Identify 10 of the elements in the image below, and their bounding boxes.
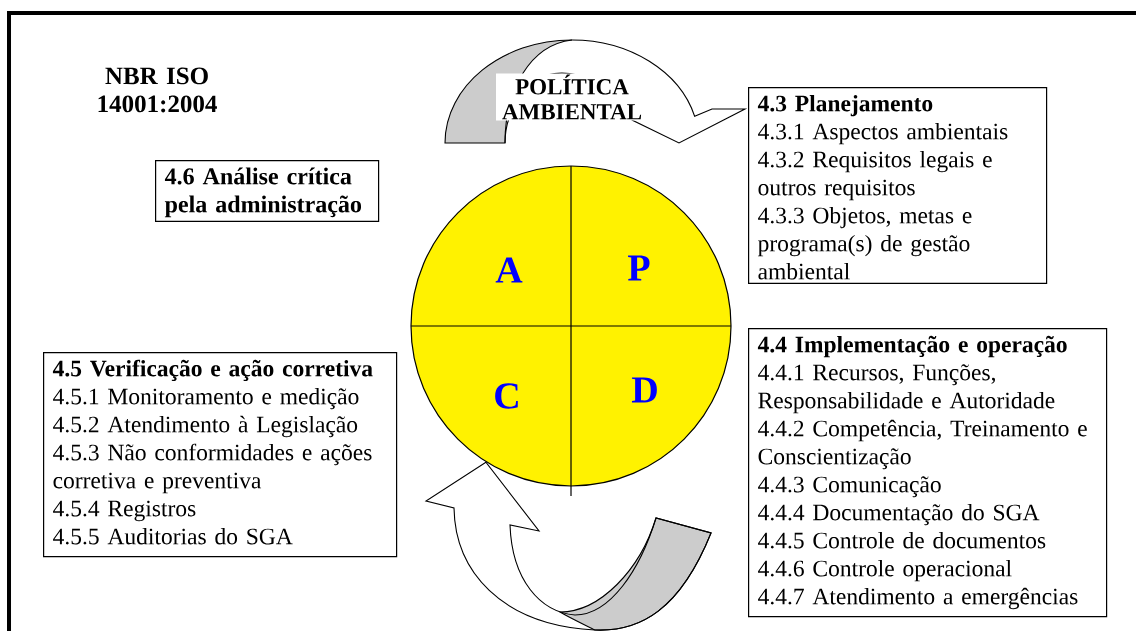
quadrant-letter: D: [631, 377, 657, 403]
quadrant-letter: C: [495, 383, 518, 409]
section-box: 4.6 Análise crítica pela administração: [155, 160, 380, 222]
section-box: 4.3 Planejamento 4.3.1 Aspectos ambientais 4.3.2 Requisitos legais e outros requisitos 4.3.3 Objetos, metas e programa(s) de gestão ambiental: [748, 87, 1048, 285]
section-box: 4.4 Implementação e operação 4.4.1 Recursos, Funções, Responsabilidade e Autoridade 4.4.2 Competência, Treinamento e Conscientização 4.4.3 Comunicação 4.4.4 Documentação do SGA 4.4.5 Controle de documentos 4.4.6 Controle operacional 4.4.7 Atendimento a emergências: [748, 328, 1108, 618]
quadrant-letter: A: [495, 257, 523, 283]
standard-title: NBR ISO 14001:2004: [98, 67, 217, 113]
quadrant-letter: P: [628, 255, 650, 281]
edge-label: POLÍTICA AMBIENTAL: [496, 73, 648, 121]
section-box: 4.5 Verificação e ação corretiva 4.5.1 Monitoramento e medição 4.5.2 Atendimento à Legislação 4.5.3 Não conformidades e ações corretiva e preventiva 4.5.4 Registros 4.5.5 Auditorias do SGA: [43, 352, 398, 558]
